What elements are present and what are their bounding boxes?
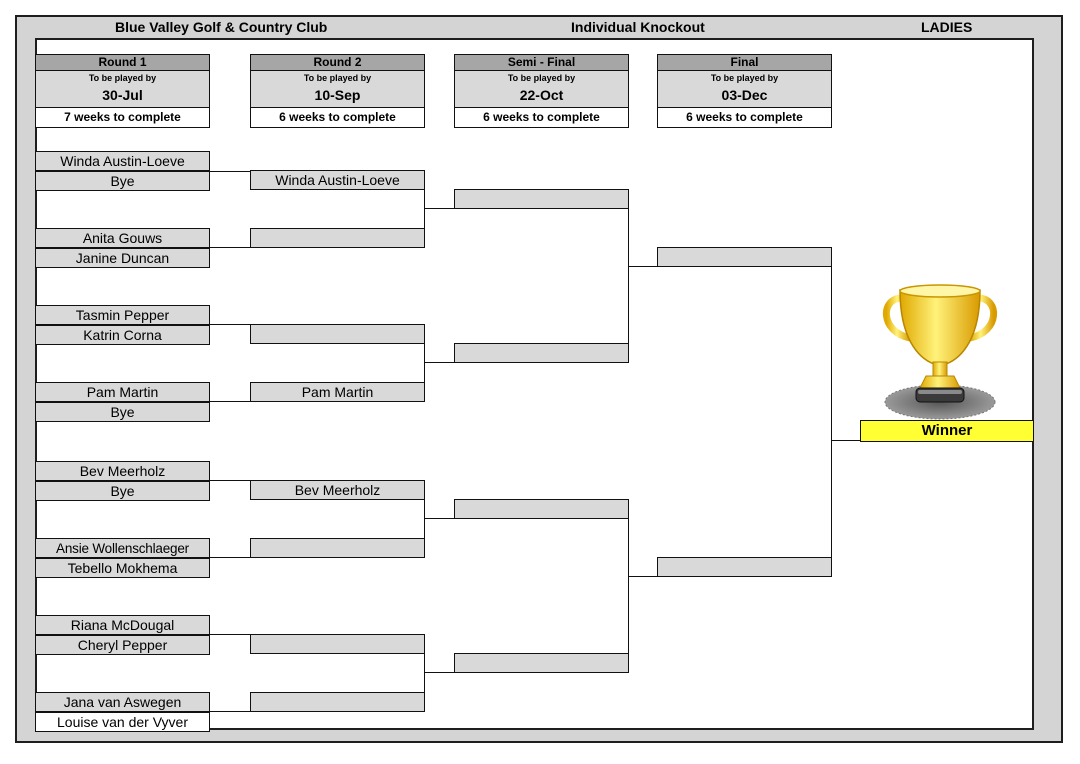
connector-line [424, 189, 425, 247]
r1-player-slot: Riana McDougal [35, 615, 210, 635]
r1-player-slot: Winda Austin-Loeve [35, 151, 210, 171]
connector-line [424, 362, 454, 363]
r2-player-slot [250, 692, 425, 712]
connector-line [210, 401, 250, 402]
round-weeks: 6 weeks to complete [455, 107, 628, 127]
gold-trophy-icon [883, 284, 997, 420]
connector-line [424, 672, 454, 673]
semifinal-slot [454, 499, 629, 519]
round-date: 30-Jul [102, 87, 143, 103]
connector-line [831, 440, 861, 441]
semifinal-slot [454, 189, 629, 209]
semifinal-slot [454, 653, 629, 673]
round-name: Final [658, 55, 831, 71]
connector-line [210, 171, 250, 172]
connector-line [210, 557, 250, 558]
winner-label: Winner [921, 422, 973, 439]
round-header-1: Round 1 To be played by 30-Jul 7 weeks t… [35, 54, 210, 128]
round-date: 03-Dec [721, 87, 768, 103]
semifinal-slot [454, 343, 629, 363]
r2-player-slot [250, 538, 425, 558]
connector-line [831, 266, 832, 576]
connector-line [424, 208, 454, 209]
competition-title: Individual Knockout [571, 19, 705, 35]
round-weeks: 6 weeks to complete [658, 107, 831, 127]
connector-line [424, 518, 454, 519]
played-by-label: To be played by [507, 73, 576, 83]
r1-player-slot: Bev Meerholz [35, 461, 210, 481]
round-name: Round 2 [251, 55, 424, 71]
r1-player-slot: Bye [35, 481, 210, 501]
connector-line [210, 711, 250, 712]
connector-line [424, 653, 425, 711]
round-date: 22-Oct [519, 87, 564, 103]
round-date: 10-Sep [314, 87, 361, 103]
r1-player-slot: Jana van Aswegen [35, 692, 210, 712]
r1-player-slot: Janine Duncan [35, 248, 210, 268]
r1-player-slot: Ansie Wollenschlaeger [35, 538, 210, 558]
round-name: Semi - Final [455, 55, 628, 71]
r2-player-slot [250, 634, 425, 654]
round-weeks: 6 weeks to complete [251, 107, 424, 127]
round-weeks: 7 weeks to complete [36, 107, 209, 127]
division-title: LADIES [921, 19, 973, 35]
connector-line [628, 576, 657, 577]
round-header-final: Final To be played by 03-Dec 6 weeks to … [657, 54, 832, 128]
round-header-semifinal: Semi - Final To be played by 22-Oct 6 we… [454, 54, 629, 128]
r1-player-slot: Louise van der Vyver [35, 712, 210, 732]
connector-line [210, 634, 250, 635]
r2-player-slot: Pam Martin [250, 382, 425, 402]
played-by-label: To be played by [88, 73, 157, 83]
winner-box: Winner [860, 420, 1034, 442]
connector-line [210, 247, 250, 248]
round-header-2: Round 2 To be played by 10-Sep 6 weeks t… [250, 54, 425, 128]
connector-line [628, 518, 629, 672]
r1-player-slot: Anita Gouws [35, 228, 210, 248]
connector-line [210, 480, 250, 481]
r1-player-slot: Pam Martin [35, 382, 210, 402]
connector-line [424, 499, 425, 557]
r1-player-slot: Bye [35, 402, 210, 422]
r1-player-slot: Cheryl Pepper [35, 635, 210, 655]
r2-player-slot [250, 324, 425, 344]
connector-line [628, 266, 657, 267]
played-by-label: To be played by [303, 73, 372, 83]
final-slot [657, 557, 832, 577]
r1-player-slot: Katrin Corna [35, 325, 210, 345]
connector-line [424, 343, 425, 401]
r1-player-slot: Tasmin Pepper [35, 305, 210, 325]
r1-player-slot: Tebello Mokhema [35, 558, 210, 578]
connector-line [628, 208, 629, 362]
r2-player-slot: Bev Meerholz [250, 480, 425, 500]
club-title: Blue Valley Golf & Country Club [115, 19, 328, 35]
final-slot [657, 247, 832, 267]
r1-player-slot: Bye [35, 171, 210, 191]
played-by-label: To be played by [710, 73, 779, 83]
round-name: Round 1 [36, 55, 209, 71]
connector-line [210, 324, 250, 325]
r2-player-slot [250, 228, 425, 248]
r2-player-slot: Winda Austin-Loeve [250, 170, 425, 190]
